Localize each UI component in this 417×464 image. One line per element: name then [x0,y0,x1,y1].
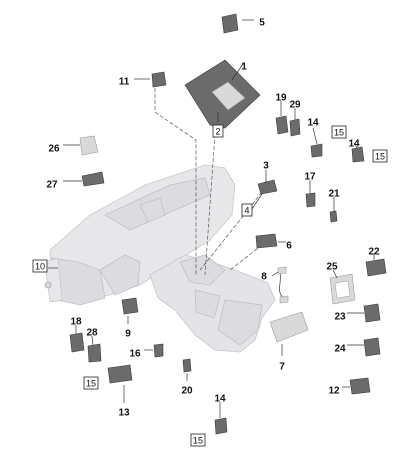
callout-number: 16 [129,349,141,360]
callout-17: 17 [304,172,316,183]
callout-3: 3 [263,161,269,172]
callout-number: 12 [328,386,340,397]
callout-number: 11 [119,77,130,88]
callout-number: 14 [307,118,319,129]
callout-box [212,124,224,138]
callout-box [190,433,206,447]
callout-8: 8 [261,272,267,283]
callout-6: 6 [286,241,292,252]
callout-box [372,149,388,163]
callout-number: 5 [259,18,265,29]
callout-number: 24 [334,344,346,355]
callout-number: 3 [263,161,269,172]
callout-28: 28 [86,328,98,339]
callout-19: 19 [275,93,287,104]
callout-number: 4 [244,206,249,216]
parts [69,13,387,435]
callout-29: 29 [289,100,301,111]
callout-number: 2 [215,127,220,137]
callout-2: 2 [212,124,224,138]
callout-9: 9 [125,329,131,340]
callout-15: 15 [331,125,347,139]
callout-21: 21 [328,189,340,200]
callout-26: 26 [48,144,60,155]
callout-number: 21 [328,189,340,200]
callout-number: 6 [286,241,292,252]
callout-number: 17 [304,172,316,183]
callout-4: 4 [241,203,253,217]
callout-24: 24 [334,344,346,355]
callout-15: 15 [372,149,388,163]
callout-number: 14 [214,394,226,405]
callout-number: 15 [334,128,344,138]
callout-box [331,125,347,139]
callout-7: 7 [279,362,285,373]
callout-number: 18 [70,317,82,328]
callout-box [83,376,99,390]
callout-number: 15 [375,152,385,162]
callout-number: 20 [181,386,193,397]
callout-18: 18 [70,317,82,328]
callout-11: 11 [119,77,130,88]
callout-number: 25 [326,262,338,273]
callout-number: 14 [348,139,360,150]
leader-lines [48,19,375,418]
callout-12: 12 [328,386,340,397]
callout-box [32,259,48,273]
callout-number: 15 [193,436,203,446]
callout-number: 7 [279,362,285,373]
callout-13: 13 [118,408,130,419]
callout-10: 10 [32,259,48,273]
callout-box [241,203,253,217]
callout-number: 23 [334,312,346,323]
callout-number: 13 [118,408,130,419]
callout-14: 14 [348,139,360,150]
callout-15: 15 [190,433,206,447]
callout-20: 20 [181,386,193,397]
callout-number: 8 [261,272,267,283]
callout-23: 23 [334,312,346,323]
callout-number: 28 [86,328,98,339]
callout-number: 19 [275,93,287,104]
callout-16: 16 [129,349,141,360]
callout-number: 27 [46,180,58,191]
callout-14: 14 [214,394,226,405]
dashboard-assembly [44,164,236,306]
callout-number: 26 [48,144,60,155]
callout-22: 22 [368,247,380,258]
callout-1: 1 [241,62,247,73]
callout-number: 22 [368,247,380,258]
callout-15: 15 [83,376,99,390]
callout-14: 14 [307,118,319,129]
callout-27: 27 [46,180,58,191]
callout-number: 10 [35,262,45,272]
callout-number: 1 [241,62,247,73]
callout-number: 9 [125,329,131,340]
callout-number: 15 [86,379,96,389]
center-console [149,254,276,353]
callout-5: 5 [259,18,265,29]
callout-number: 29 [289,100,301,111]
callout-25: 25 [326,262,338,273]
callout-labels: 1234567891011121314151415141515161718192… [32,18,388,447]
